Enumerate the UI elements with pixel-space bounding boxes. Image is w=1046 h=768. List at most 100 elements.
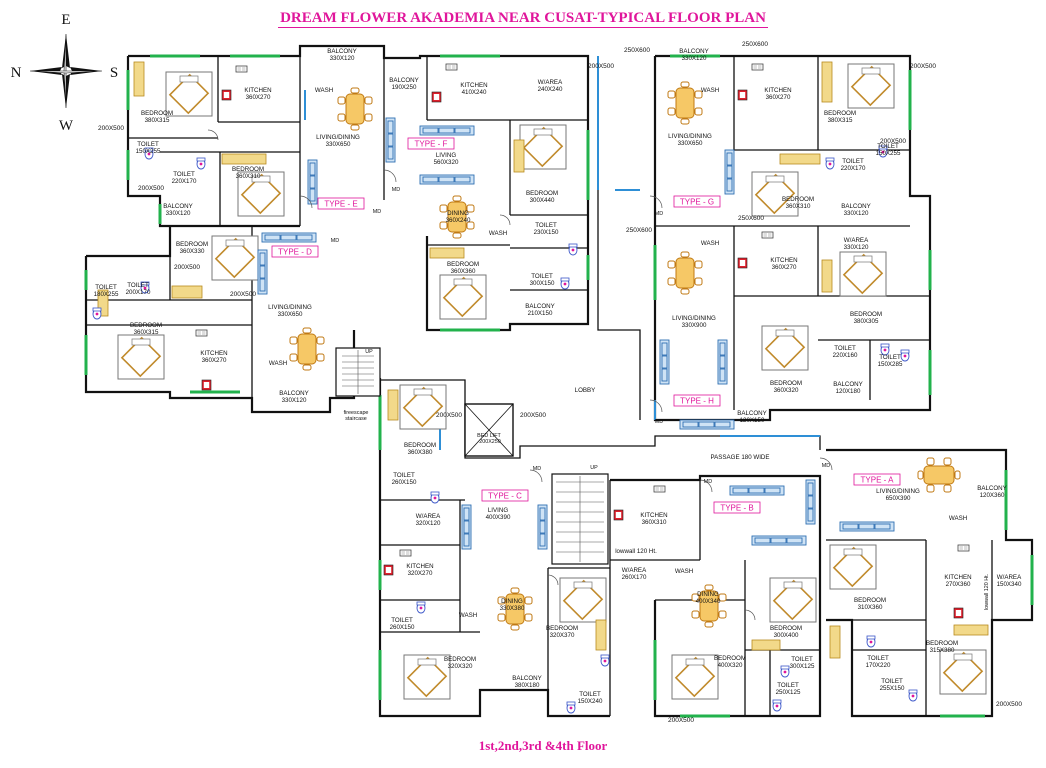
room-label: TOILET xyxy=(137,141,159,148)
type-f-rooms: BALCONY 190X250 KITCHEN 410X240 W/AREA 2… xyxy=(389,77,563,317)
room-size: 190X250 xyxy=(392,84,417,91)
room-label: BEDROOM xyxy=(714,655,746,662)
room-label: BALCONY xyxy=(841,203,871,210)
setback-dimensions: 200X500 200X500 200X500 200X500 250X600 … xyxy=(98,41,1022,724)
room-size: 330X120 xyxy=(166,210,191,217)
room-size: 360X320 xyxy=(774,387,799,394)
room-size: 300X150 xyxy=(530,280,555,287)
room-label: BALCONY xyxy=(525,303,555,310)
staircase-label: staircase xyxy=(345,416,367,422)
room-size: 360X270 xyxy=(246,94,271,101)
room-label: LIVING xyxy=(436,152,456,159)
room-size: 310X360 xyxy=(858,604,883,611)
room-label: BEDROOM xyxy=(404,442,436,449)
type-d-tag: TYPE - D xyxy=(278,248,312,257)
dimension-label: 200X500 xyxy=(174,264,200,271)
main-door-label: MD xyxy=(655,211,663,217)
room-label: BALCONY xyxy=(512,675,542,682)
room-label: KITCHEN xyxy=(200,350,227,357)
room-label: TOILET xyxy=(842,158,864,165)
room-label: TOILET xyxy=(391,617,413,624)
windows xyxy=(84,54,1034,718)
room-size: 150X340 xyxy=(997,581,1022,588)
room-label: LIVING xyxy=(488,507,508,514)
room-size: 360X380 xyxy=(408,449,433,456)
room-size: 330X900 xyxy=(682,322,707,329)
room-size: 120X150 xyxy=(740,417,765,424)
room-label: BEDROOM xyxy=(130,322,162,329)
wardrobes xyxy=(97,61,989,659)
room-label: KITCHEN xyxy=(764,87,791,94)
main-door-label: MD xyxy=(373,209,381,215)
room-size: 270X360 xyxy=(946,581,971,588)
room-note: lowwall 120 Ht. xyxy=(984,574,990,610)
room-label: WASH xyxy=(315,87,333,94)
room-size: 330X650 xyxy=(326,141,351,148)
stair-up-label: UP xyxy=(365,349,373,355)
room-size: 330X380 xyxy=(500,605,525,612)
room-size: 260X150 xyxy=(390,624,415,631)
room-label: KITCHEN xyxy=(944,574,971,581)
type-g-tag: TYPE - G xyxy=(680,198,714,207)
room-label: BEDROOM xyxy=(447,261,479,268)
room-size: 380X180 xyxy=(515,682,540,689)
room-size: 300X125 xyxy=(790,663,815,670)
type-f-tag: TYPE - F xyxy=(415,140,448,149)
dimension-label: 250X600 xyxy=(624,47,650,54)
type-c-tag: TYPE - C xyxy=(488,492,522,501)
room-size: 255X150 xyxy=(880,685,905,692)
room-size: 330X120 xyxy=(282,397,307,404)
room-size: 320X270 xyxy=(408,570,433,577)
room-size: 260X170 xyxy=(622,574,647,581)
room-size: 210X150 xyxy=(528,310,553,317)
staircase-fireescape xyxy=(335,347,381,397)
room-label: BALCONY xyxy=(163,203,193,210)
room-size: 360X310 xyxy=(642,519,667,526)
room-label: BEDROOM xyxy=(770,625,802,632)
room-note: lowwall 120 Ht. xyxy=(615,548,657,555)
room-label: BEDROOM xyxy=(141,110,173,117)
dimension-label: 250X600 xyxy=(626,227,652,234)
room-size: 330X650 xyxy=(678,140,703,147)
room-size: 360X310 xyxy=(236,173,261,180)
room-size: 360X270 xyxy=(202,357,227,364)
room-label: BEDROOM xyxy=(782,196,814,203)
type-g-rooms: BALCONY 330X120 WASH KITCHEN 360X270 BED… xyxy=(668,48,901,217)
room-label: WASH xyxy=(489,230,507,237)
glazing xyxy=(304,56,820,450)
room-label: W/AREA xyxy=(622,567,647,574)
room-size: 320X370 xyxy=(550,632,575,639)
room-size: 330X120 xyxy=(330,55,355,62)
room-size: 120X180 xyxy=(836,388,861,395)
compass-south-label: S xyxy=(110,65,118,81)
room-label: LIVING/DINING xyxy=(316,134,360,141)
room-size: 360X310 xyxy=(786,203,811,210)
room-size: 260X150 xyxy=(392,479,417,486)
dimension-label: 200X500 xyxy=(588,63,614,70)
room-size: 330X120 xyxy=(844,244,869,251)
room-label: BEDROOM xyxy=(526,190,558,197)
type-a-tag: TYPE - A xyxy=(861,476,895,485)
type-e-tag: TYPE - E xyxy=(324,200,357,209)
room-label: BALCONY xyxy=(389,77,419,84)
room-label: KITCHEN xyxy=(770,257,797,264)
room-label: BEDROOM xyxy=(824,110,856,117)
main-door-label: MD xyxy=(822,463,830,469)
room-size: 300X440 xyxy=(530,197,555,204)
room-size: 315X380 xyxy=(930,647,955,654)
room-size: 380X305 xyxy=(854,318,879,325)
room-label: BALCONY xyxy=(679,48,709,55)
type-d-rooms: BEDROOM 360X330 TOILET 200X170 TOILET 18… xyxy=(94,241,312,404)
room-size: 150X255 xyxy=(136,148,161,155)
room-size: 220X160 xyxy=(833,352,858,359)
dimension-label: 200X500 xyxy=(436,412,462,419)
room-size: 330X120 xyxy=(844,210,869,217)
room-label: BEDROOM xyxy=(926,640,958,647)
room-size: 400X340 xyxy=(696,598,721,605)
room-label: WASH xyxy=(269,360,287,367)
bed-lift xyxy=(464,403,514,457)
room-label: LIVING/DINING xyxy=(876,488,920,495)
room-label: WASH xyxy=(701,240,719,247)
unit-type-tags: TYPE - E TYPE - F TYPE - D TYPE - G TYPE… xyxy=(271,137,901,514)
